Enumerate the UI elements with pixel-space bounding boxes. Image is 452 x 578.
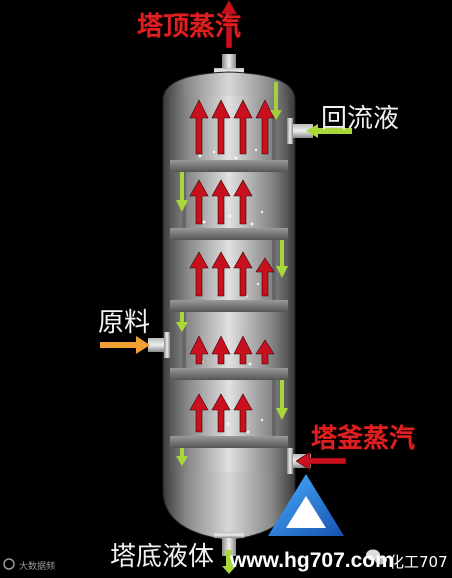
reboiler-vapor-label: 塔釜蒸汽 bbox=[311, 424, 416, 454]
top-vapor-nozzle bbox=[214, 54, 244, 76]
feed-arrow bbox=[100, 336, 150, 354]
reflux-nozzle bbox=[287, 118, 313, 144]
feed-nozzle bbox=[148, 332, 170, 358]
reflux-label: 回流液 bbox=[321, 104, 400, 134]
account-watermark: 化工707 bbox=[389, 553, 448, 571]
feed-label: 原料 bbox=[98, 308, 151, 338]
vapor-arrows bbox=[189, 0, 347, 471]
source-logo-icon bbox=[3, 558, 15, 570]
watermark-logo-icon bbox=[268, 474, 344, 536]
liquid-arrows bbox=[176, 82, 352, 574]
source-logo-text: 大数据频 bbox=[19, 562, 56, 572]
bottom-nozzle bbox=[214, 532, 244, 556]
wechat-icon bbox=[366, 549, 387, 565]
bottom-liquid-label: 塔底液体 bbox=[110, 542, 215, 572]
website-watermark: www.hg707.com bbox=[230, 549, 394, 572]
top-vapor-label: 塔顶蒸汽 bbox=[137, 12, 242, 42]
